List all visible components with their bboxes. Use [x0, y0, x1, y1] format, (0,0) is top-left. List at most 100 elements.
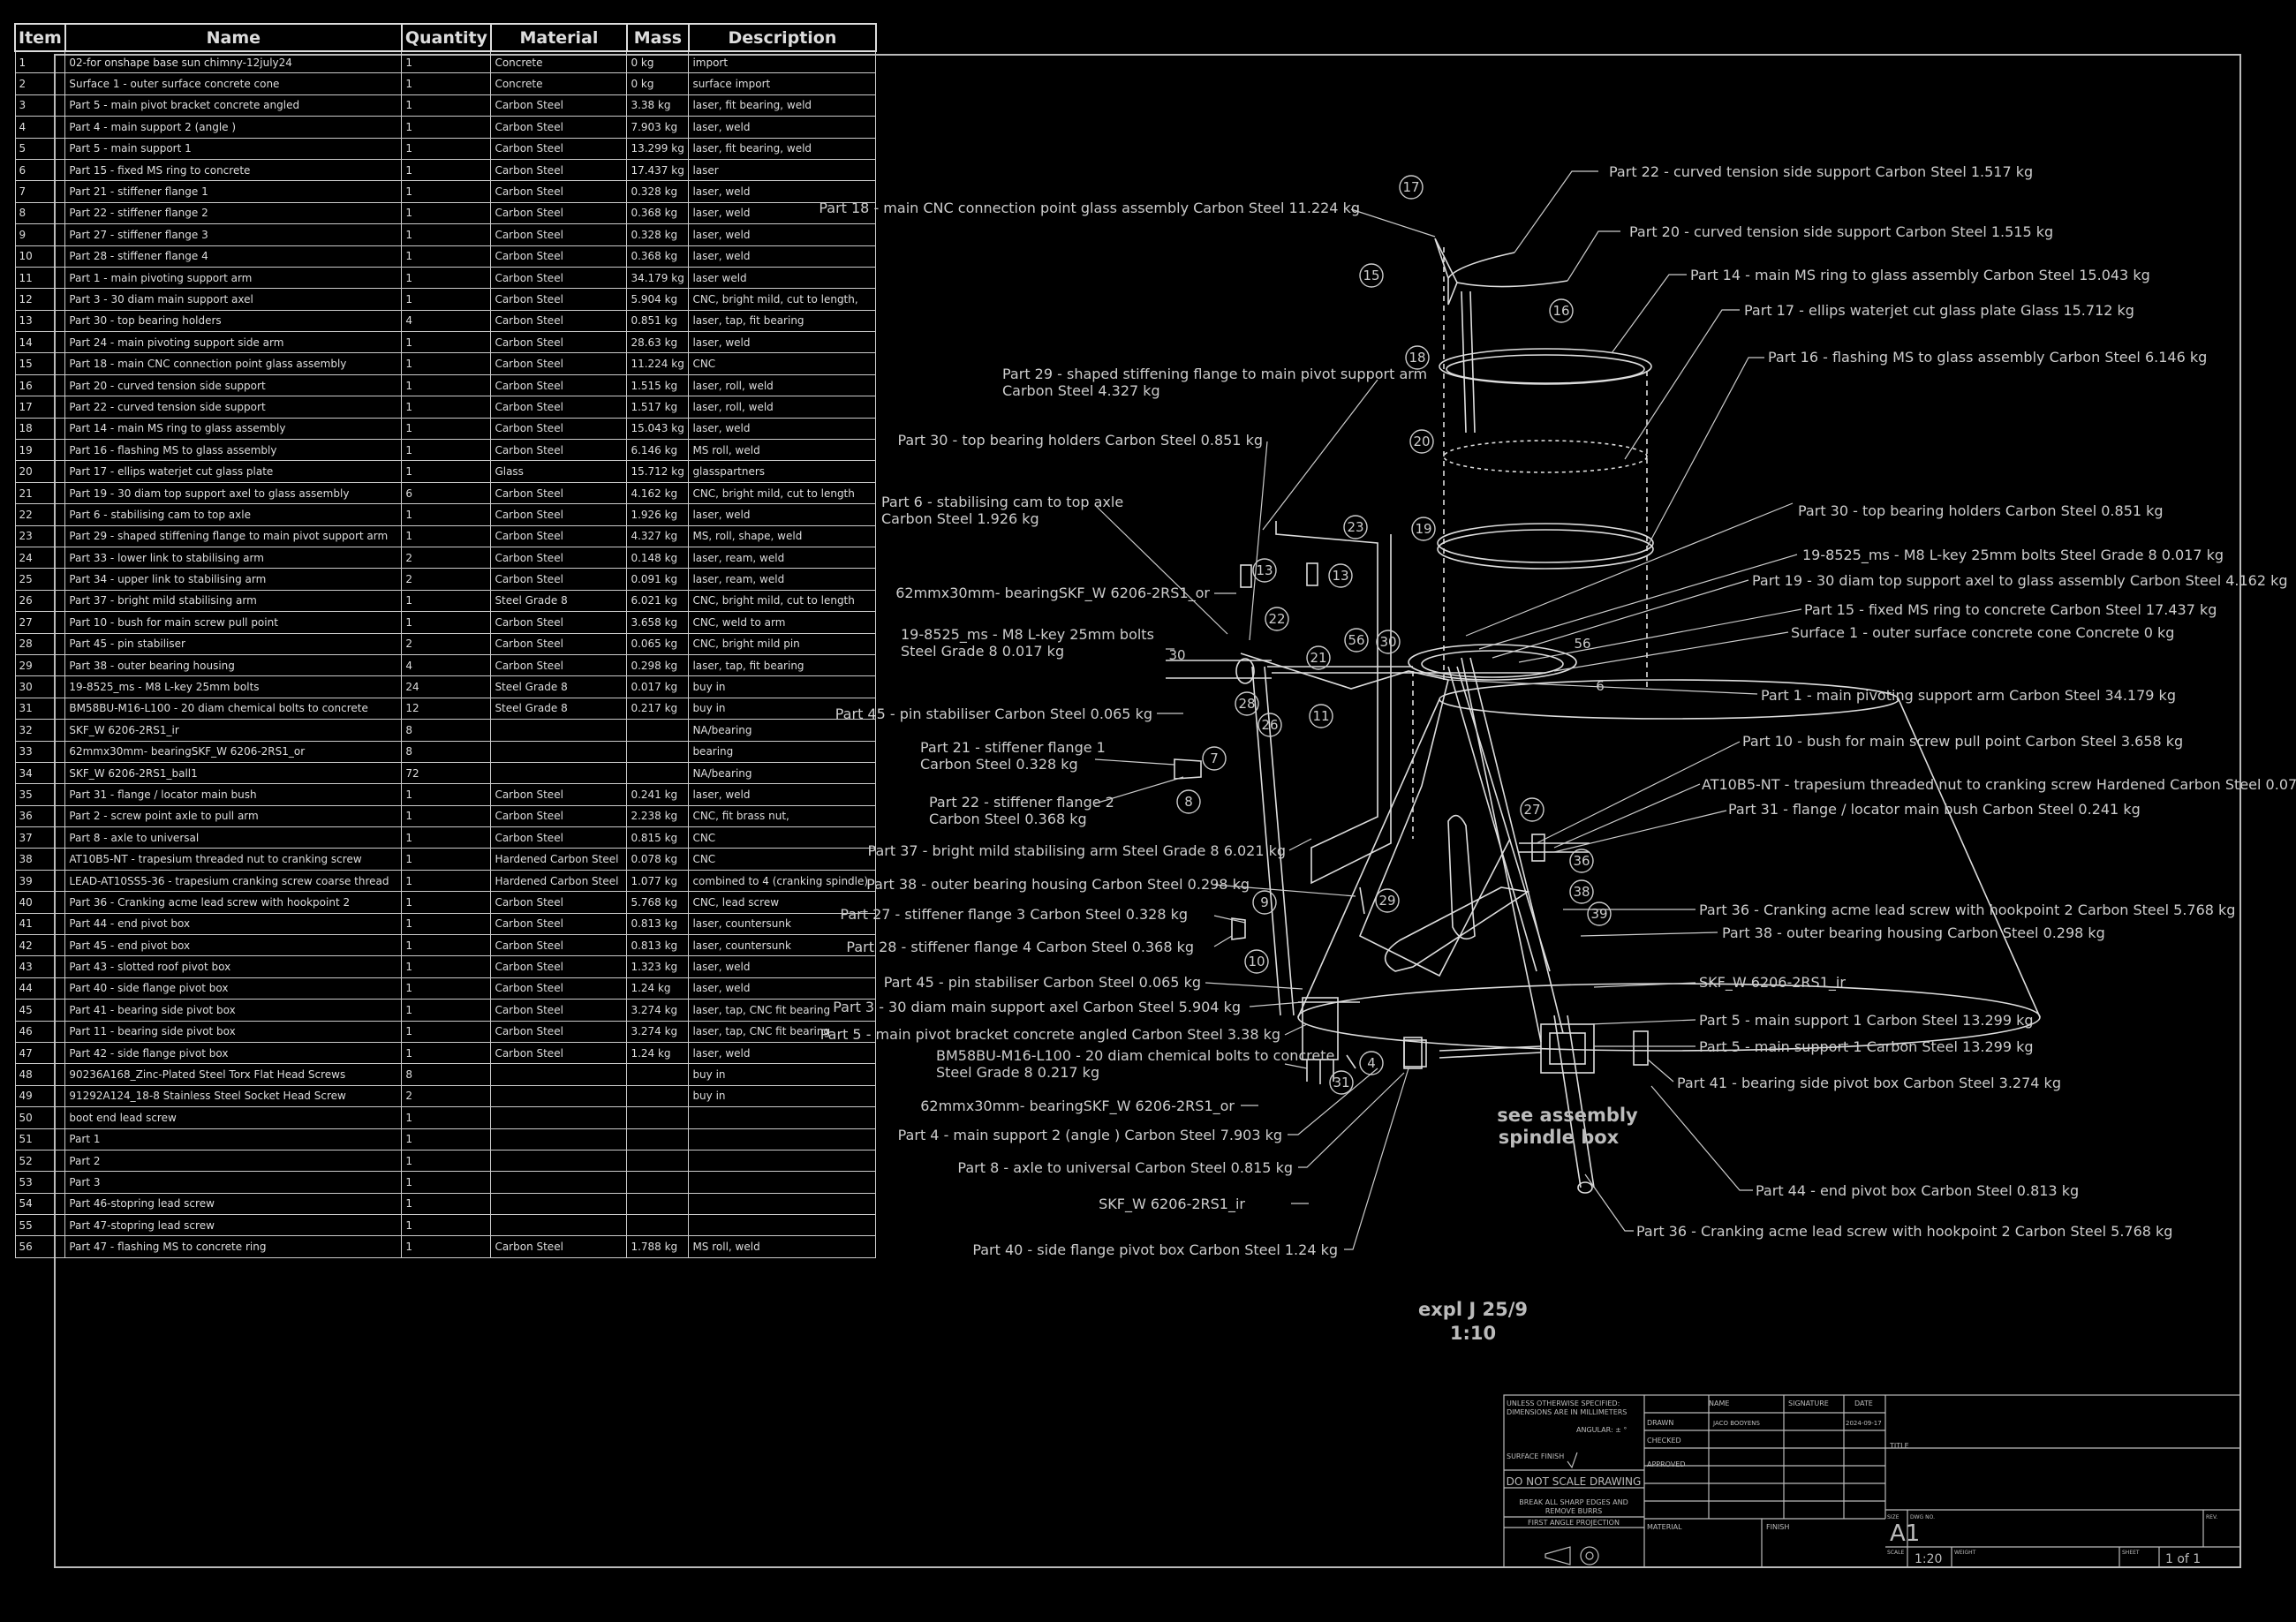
bom-quantity: 1: [401, 1214, 492, 1237]
balloon-17: [1399, 175, 1424, 200]
inline-number: 30: [1168, 647, 1185, 663]
bom-material: Glass: [490, 460, 628, 483]
balloons: [1176, 175, 1612, 1095]
bom-mass: 0.368 kg: [626, 201, 690, 225]
bom-quantity: 1: [401, 158, 492, 182]
bom-mass: 0.148 kg: [626, 546, 690, 570]
bom-description: laser, weld: [688, 1041, 877, 1065]
bom-quantity: 8: [401, 719, 492, 742]
tb-text: BREAK ALL SHARP EDGES AND: [1519, 1498, 1628, 1506]
bom-mass: 2.238 kg: [626, 804, 690, 828]
callout: Part 17 - ellips waterjet cut glass plat…: [1744, 302, 2134, 319]
bom-name: 62mmx30mm- bearingSKF_W 6206-2RS1_or: [64, 740, 403, 763]
bom-description: import: [688, 50, 877, 74]
bom-quantity: 2: [401, 546, 492, 570]
bom-description: laser, weld: [688, 783, 877, 806]
bom-mass: 0.241 kg: [626, 783, 690, 806]
bom-description: buy in: [688, 675, 877, 698]
part-28: [1231, 917, 1246, 940]
part-20: [1456, 280, 1568, 288]
balloon-number: 13: [1256, 562, 1273, 578]
bom-header-quantity: Quantity: [400, 23, 492, 52]
bom-description: buy in: [688, 1084, 877, 1108]
bom-mass: 0 kg: [626, 72, 690, 95]
leader: [1478, 554, 1798, 650]
bom-name: Part 36 - Cranking acme lead screw with …: [64, 891, 403, 914]
bom-name: Part 6 - stabilising cam to top axle: [64, 503, 403, 526]
bom-material: Carbon Steel: [490, 568, 628, 591]
tb-text: SURFACE FINISH: [1507, 1452, 1564, 1460]
bom-description: laser, weld: [688, 201, 877, 225]
bom-name: Part 41 - bearing side pivot box: [64, 999, 403, 1022]
bom-name: Part 20 - curved tension side support: [64, 373, 403, 397]
bom-name: Part 16 - flashing MS to glass assembly: [64, 439, 403, 462]
bom-mass: [626, 719, 690, 742]
balloon-27: [1520, 797, 1545, 822]
bom-material: Carbon Steel: [490, 632, 628, 655]
bom-material: Carbon Steel: [490, 266, 628, 290]
leader: [1553, 783, 1701, 849]
bom-name: AT10B5-NT - trapesium threaded nut to cr…: [64, 848, 403, 871]
bom-item: 25: [14, 568, 66, 591]
bom-item: 2: [14, 72, 66, 95]
bom-quantity: 1: [401, 1149, 492, 1173]
bom-material: Carbon Steel: [490, 417, 628, 441]
tb-text: UNLESS OTHERWISE SPECIFIED:: [1507, 1399, 1620, 1407]
bom-mass: [626, 1214, 690, 1237]
bom-item: 18: [14, 417, 66, 441]
bom-description: CNC, bright mild pin: [688, 632, 877, 655]
callout: Part 1 - main pivoting support arm Carbo…: [1761, 687, 2176, 704]
leader: [1284, 1023, 1308, 1036]
bom-item: 3: [14, 94, 66, 117]
bom-name: Part 22 - curved tension side support: [64, 396, 403, 419]
ring-part-16b: [1437, 529, 1654, 570]
bom-material: Concrete: [490, 72, 628, 95]
balloon-number: 30: [1379, 634, 1396, 650]
bom-quantity: 1: [401, 245, 492, 268]
callout: Part 41 - bearing side pivot box Carbon …: [1677, 1075, 2061, 1091]
title-block-text: UNLESS OTHERWISE SPECIFIED: DIMENSIONS A…: [1507, 1399, 2218, 1566]
bom-material: Carbon Steel: [490, 955, 628, 978]
bearing-holder: [1240, 564, 1252, 588]
bom-name: Part 28 - stiffener flange 4: [64, 245, 403, 268]
bom-quantity: 1: [401, 503, 492, 526]
bom-quantity: 1: [401, 912, 492, 936]
callout: Carbon Steel 4.327 kg: [1002, 382, 1160, 399]
callout: BM58BU-M16-L100 - 20 diam chemical bolts…: [936, 1047, 1334, 1064]
bom-quantity: 1: [401, 783, 492, 806]
lead-screw-strut: [1461, 657, 1564, 1043]
bom-mass: 4.327 kg: [626, 524, 690, 547]
tb-text: DRAWN: [1647, 1419, 1673, 1427]
leader: [1647, 1059, 1674, 1083]
bom-item: 49: [14, 1084, 66, 1108]
part-40: [1403, 1039, 1427, 1068]
balloon-11: [1309, 704, 1333, 728]
bom-quantity: 1: [401, 1020, 492, 1043]
surface-finish-symbol: [1567, 1452, 1578, 1469]
callout: Part 10 - bush for main screw pull point…: [1742, 733, 2183, 750]
bom-mass: 5.904 kg: [626, 288, 690, 311]
bom-mass: [626, 1171, 690, 1194]
balloon-number: 22: [1268, 611, 1285, 627]
glass-plate: [1443, 440, 1648, 473]
callout: Part 4 - main support 2 (angle ) Carbon …: [898, 1127, 1282, 1143]
balloon-56: [1344, 628, 1369, 653]
bom-material: [490, 1149, 628, 1173]
bom-mass: 1.24 kg: [626, 1041, 690, 1065]
bom-name: Part 45 - end pivot box: [64, 934, 403, 957]
balloon-number: 31: [1333, 1075, 1349, 1090]
ring-part-15b: [1421, 650, 1564, 678]
bom-material: Carbon Steel: [490, 352, 628, 375]
bom-name: Part 15 - fixed MS ring to concrete: [64, 158, 403, 182]
bom-mass: 3.658 kg: [626, 611, 690, 634]
bom-header-material: Material: [489, 23, 628, 52]
